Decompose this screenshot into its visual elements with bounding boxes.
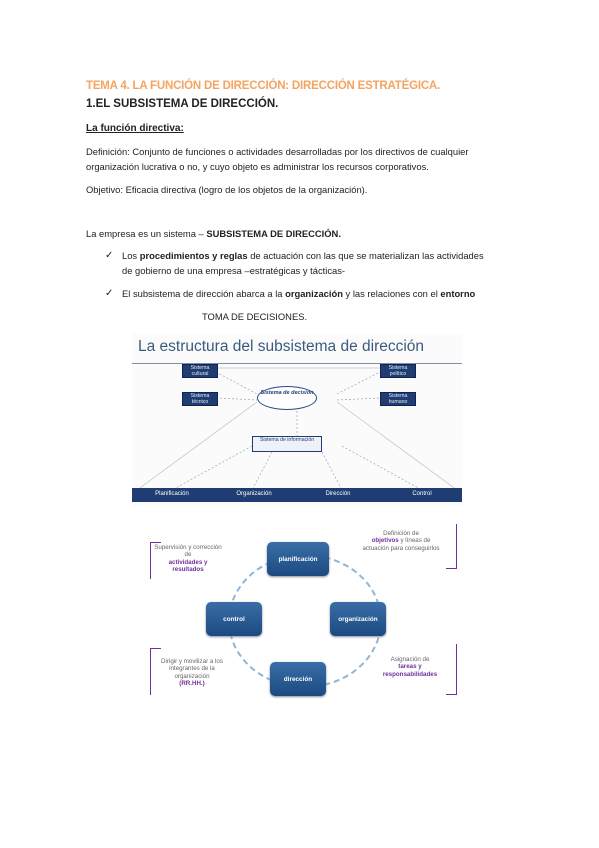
bar-control: Control <box>412 491 432 497</box>
document-title: TEMA 4. LA FUNCIÓN DE DIRECCIÓN: DIRECCI… <box>86 80 441 92</box>
note-org-text: Asignación de <box>390 656 430 663</box>
box-sistema-humano: Sistema humano <box>380 392 416 406</box>
functions-bar <box>132 488 462 502</box>
system-bold: SUBSISTEMA DE DIRECCIÓN. <box>206 228 341 239</box>
note-planificacion: Definición de objetivos y líneas de actu… <box>358 530 444 552</box>
node-control: control <box>206 602 262 636</box>
subsection-heading: La función directiva: <box>86 123 184 134</box>
note-dir-bold: (RR.HH.) <box>179 680 205 688</box>
bullet-1-line-2: de gobierno de una empresa –estratégicas… <box>122 265 346 276</box>
section-heading: 1.EL SUBSISTEMA DE DIRECCIÓN. <box>86 98 279 110</box>
note-org-bold: tareas y responsabilidades <box>382 663 438 678</box>
bracket-bottom-left <box>150 648 161 695</box>
diagram-title: La estructura del subsistema de direcció… <box>138 338 425 355</box>
diagram-connectors <box>136 367 458 491</box>
bracket-bottom-right <box>446 644 457 695</box>
note-control: Supervisión y corrección de actividades … <box>154 544 222 574</box>
check-icon: ✓ <box>105 288 114 299</box>
decision-system-ellipse: Sistema de decisión <box>257 386 317 410</box>
note-plan-pre: Definición de <box>383 530 419 537</box>
bullet-1-line-1: Los procedimientos y reglas de actuación… <box>122 248 484 263</box>
note-direccion: Dirigir y movilizar a los integrantes de… <box>154 658 230 688</box>
note-organizacion: Asignación de tareas y responsabilidades <box>374 656 446 678</box>
bar-direccion: Dirección <box>325 491 351 497</box>
node-direccion: dirección <box>270 662 326 696</box>
bar-organizacion: Organización <box>236 491 272 497</box>
title-rule <box>132 363 462 364</box>
node-planificacion: planificación <box>267 542 329 576</box>
note-plan-bold: objetivos <box>371 537 399 545</box>
subsystem-structure-diagram: La estructura del subsistema de direcció… <box>132 334 462 506</box>
definition-line-1: Definición: Conjunto de funciones o acti… <box>86 146 469 157</box>
bullet-1-bold: procedimientos y reglas <box>139 250 248 261</box>
note-dir-text: Dirigir y movilizar a los integrantes de… <box>161 658 223 680</box>
note-plan-post: y líneas de actuación para conseguirlos <box>362 537 440 552</box>
definition-line-2: organización lucrativa o no, y cuyo obje… <box>86 161 429 172</box>
bullet-2-bold-2: entorno <box>440 288 476 299</box>
bullet-1-pre: Los <box>122 250 140 261</box>
bullet-2-pre: El subsistema de dirección abarca a la <box>122 288 286 299</box>
objective-text: Objetivo: Eficacia directiva (logro de l… <box>86 184 368 195</box>
decision-label: TOMA DE DECISIONES. <box>202 311 308 322</box>
system-prefix: La empresa es un sistema – <box>86 228 207 239</box>
bullet-2-mid: y las relaciones con el <box>342 288 441 299</box>
information-system-box: Sistema de información <box>252 436 322 452</box>
box-sistema-tecnico: Sistema técnico <box>182 392 218 406</box>
node-organizacion: organización <box>330 602 386 636</box>
bullet-1-post: de actuación con las que se materializan… <box>247 250 484 261</box>
bracket-top-right <box>446 524 457 569</box>
management-cycle-diagram: planificación organización dirección con… <box>150 520 460 705</box>
bar-planificacion: Planificación <box>155 491 189 497</box>
bullet-2-bold-1: organización <box>285 288 343 299</box>
note-control-text: Supervisión y corrección de <box>154 544 222 559</box>
box-sistema-cultural: Sistema cultural <box>182 364 218 378</box>
note-control-bold: actividades y resultados <box>168 558 208 574</box>
box-sistema-politico: Sistema político <box>380 364 416 378</box>
system-text: La empresa es un sistema – SUBSISTEMA DE… <box>86 226 341 241</box>
bullet-2: El subsistema de dirección abarca a la o… <box>122 286 475 301</box>
check-icon: ✓ <box>105 250 114 261</box>
bracket-top-left <box>150 542 161 579</box>
